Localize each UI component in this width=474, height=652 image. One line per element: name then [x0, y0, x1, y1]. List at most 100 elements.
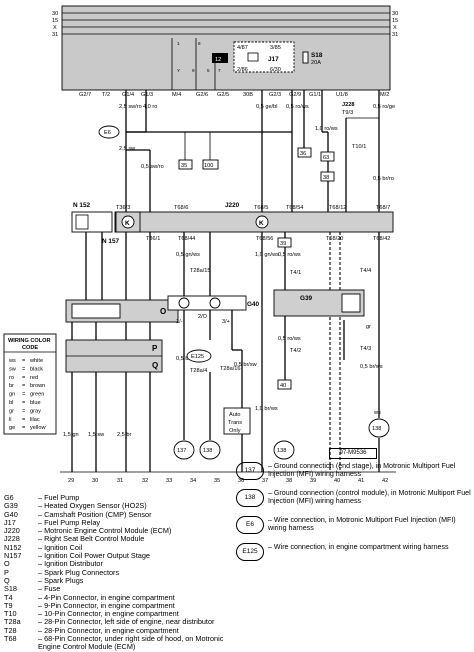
connector-label: T4/1 — [290, 270, 301, 276]
svg-text:1: 1 — [177, 41, 180, 46]
wire-label: 0,5 ro/ws — [286, 104, 309, 110]
coil-label-n152: N 152 — [73, 202, 90, 209]
wire-label: 0,5 sw/ro — [141, 164, 164, 170]
g39-label: G39 — [300, 295, 313, 302]
color-code-entry: gray — [30, 408, 41, 414]
spark-plugs-pq: P Q — [65, 339, 163, 373]
color-code-entry: brown — [30, 383, 45, 389]
ground-label: 138 — [372, 426, 381, 432]
fuse-rating: 20A — [311, 60, 321, 66]
ecm-pin: T68/7 — [376, 205, 390, 211]
note-item: 138– Ground connection (control module),… — [236, 489, 472, 507]
legend-code: P — [4, 567, 9, 577]
connector-label: T4/3 — [360, 346, 371, 352]
bus-label-15-right: 15 — [392, 18, 398, 24]
g40-pin: 1/- — [176, 319, 183, 325]
color-code-entry: lilac — [30, 417, 40, 423]
position-number: 42 — [382, 478, 388, 484]
relay-pin: 4/87 — [237, 45, 248, 51]
reference-blocks: 35 100 36 63 38 39 40 — [178, 147, 335, 390]
color-code-title: WIRING COLOR — [8, 338, 51, 344]
note-text: – Ground connection (control module), in… — [268, 489, 471, 506]
wire-label: 0,5 br/ws — [360, 364, 383, 370]
legend-code: T28 — [4, 625, 17, 635]
relay-label: J17 — [268, 56, 279, 63]
ecm-k-symbol: K — [259, 220, 264, 227]
terminal-label: G2/3 — [269, 92, 281, 98]
svg-text:7: 7 — [218, 68, 221, 73]
g40-label: G40 — [247, 301, 260, 308]
ignition-coil-n152: N 152 N 157 K — [71, 202, 141, 245]
cmp-sensor-g40: G40 1/- 2/O 3/+ — [167, 295, 260, 325]
ecm-pin: T68/56 — [256, 236, 273, 242]
position-number: 39 — [310, 478, 316, 484]
block-label: 40 — [280, 383, 286, 389]
wire-label: 2,5 sw — [119, 146, 136, 152]
legend-description: – Fuel Pump Relay — [38, 517, 101, 527]
legend-row: G39 – Heated Oxygen Sensor (HO2S) — [4, 501, 234, 511]
wire-label: 0,5 gn/ws — [176, 252, 200, 258]
ecm-pin: T68/20 — [326, 236, 343, 242]
wire-connections: E6 E125 — [98, 125, 212, 363]
note-item: E125– Wire connection, in engine compart… — [236, 543, 472, 561]
wire-label: 1,5 sw — [88, 432, 105, 438]
legend-code: T68 — [4, 634, 17, 644]
bus-label-x: X — [53, 25, 57, 31]
block-label: 35 — [181, 163, 187, 169]
legend-description: – Fuse — [38, 584, 61, 594]
legend-row: T10– 10-Pin Connector, in engine compart… — [4, 609, 234, 618]
relay-position: 12 — [215, 57, 221, 63]
connector-label: T28a/4 — [190, 368, 207, 374]
connector-label: T4/4 — [360, 268, 371, 274]
ecm-label: J220 — [225, 202, 240, 209]
color-code-entry: red — [30, 375, 38, 381]
relay-pin: 2/86 — [237, 67, 248, 73]
position-number: 29 — [68, 478, 74, 484]
terminal-labels: G2/7 T/2 G1/4 G1/3 M/4 G2/6 G2/5 30B G2/… — [79, 92, 389, 98]
color-code-entry: li — [9, 417, 12, 423]
auto-trans-line: Only — [229, 428, 241, 434]
bus-label-15: 15 — [52, 18, 58, 24]
wiring-diagram: 30 15 X 31 30 15 X 31 12 4/87 3/85 2/86 … — [3, 5, 398, 484]
position-number: 41 — [358, 478, 364, 484]
legend-code: G39 — [4, 501, 18, 511]
color-code-entry: black — [30, 366, 43, 372]
legend-description: – Ignition Distributor — [38, 559, 103, 569]
e6-label: E6 — [104, 130, 111, 136]
svg-text:8: 8 — [198, 41, 201, 46]
relay-j17: 12 4/87 3/85 2/86 6/30 J17 — [212, 41, 295, 73]
wire-label: 0,5 ro/ws — [278, 336, 301, 342]
wire-label: 0,5 ro/ws — [278, 252, 301, 258]
position-number: 34 — [190, 478, 196, 484]
legend-code: G40 — [4, 509, 18, 519]
legend-description: – Heated Oxygen Sensor (HO2S) — [38, 501, 147, 511]
wire-label: 0,5 br/sw — [176, 356, 200, 362]
color-code-entry: gn — [9, 392, 15, 398]
position-number: 37 — [262, 478, 268, 484]
color-code-rows: ws=whitesw=blackro=redbr=browngn=greenbl… — [8, 358, 47, 431]
legend-row: T4– 4-Pin Connector, in engine compartme… — [4, 592, 234, 602]
color-code-entry: ge — [9, 425, 15, 431]
wire-labels: 2,5 sw/ro 4,0 ro 2,5 sw 0,5 sw/ro 0,5 ge… — [63, 104, 395, 438]
wiring-color-code: WIRING COLOR CODE — [3, 333, 57, 435]
terminal-label: T/2 — [102, 92, 110, 98]
legend-row: N157– Ignition Coil Power Output Stage — [4, 551, 234, 561]
wire-label: 0,5 br/ro — [373, 176, 394, 182]
color-code-entry: white — [29, 358, 43, 364]
color-code-entry: blue — [30, 400, 41, 406]
legend-description: – Ignition Coil Power Output Stage — [38, 551, 150, 561]
wire-label: 0,5 ro/ge — [373, 104, 395, 110]
legend-code: T4 — [4, 592, 13, 602]
distributor-label: O — [160, 307, 166, 316]
distributor-o: O — [65, 299, 179, 323]
terminal-label: G1/1 — [309, 92, 321, 98]
terminal-label: G1/3 — [141, 92, 153, 98]
ecm-pin: T68/6 — [174, 205, 188, 211]
wire-label: 1,5 gn — [63, 432, 79, 438]
color-code-entry: = — [22, 400, 25, 406]
position-number: 33 — [166, 478, 172, 484]
position-number: 35 — [214, 478, 220, 484]
fuse-s18: S18 20A — [302, 51, 323, 66]
legend-code: J17 — [4, 517, 16, 527]
